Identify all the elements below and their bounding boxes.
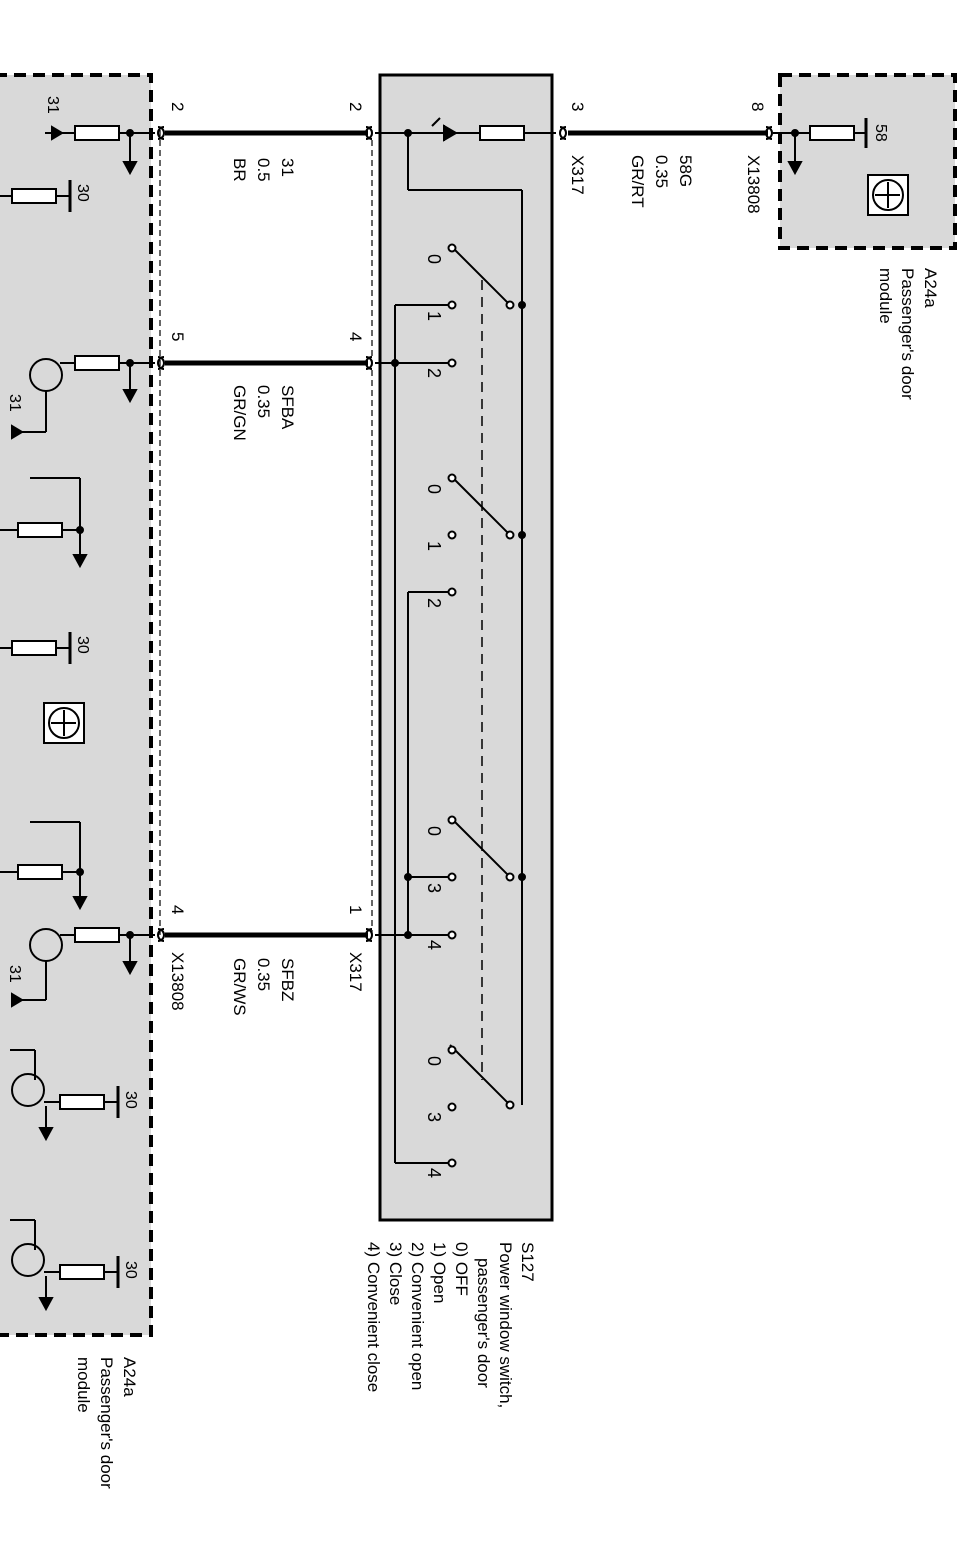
left-terminal-30-a: 30 bbox=[74, 184, 91, 202]
switch-g2-pos2: 2 bbox=[424, 598, 444, 608]
pin-switch-right: 3 bbox=[568, 102, 587, 111]
pin-module-right: 8 bbox=[748, 102, 767, 111]
switch-housing bbox=[378, 73, 554, 1222]
wire-bottom-gauge: 0.35 bbox=[254, 958, 273, 991]
switch-g4-pos3: 3 bbox=[424, 1112, 444, 1122]
right-module-code: A24a bbox=[921, 268, 940, 308]
wire-bottom-signal: SFBZ bbox=[278, 958, 297, 1001]
switch-name-1: Power window switch, bbox=[496, 1242, 515, 1408]
switch-g1-pos0: 0 bbox=[424, 254, 444, 264]
pin-left-middle: 5 bbox=[168, 332, 187, 341]
connector-switch-top: X317 bbox=[568, 155, 587, 195]
switch-internals bbox=[375, 117, 556, 1168]
left-module-name-1: Passenger's door bbox=[97, 1357, 116, 1489]
switch-g3-pos4: 4 bbox=[424, 940, 444, 950]
left-module-internals bbox=[0, 125, 155, 1312]
switch-g4-pos0: 0 bbox=[424, 1056, 444, 1066]
left-module-name-2: module bbox=[74, 1357, 93, 1413]
right-module-name-2: module bbox=[876, 268, 895, 324]
switch-g1-pos2: 2 bbox=[424, 368, 444, 378]
pin-left-bottom: 4 bbox=[168, 905, 187, 914]
wire-right-color: GR/RT bbox=[628, 155, 647, 208]
right-module-terminal-58: 58 bbox=[872, 124, 889, 142]
left-terminal-31-top: 31 bbox=[44, 96, 61, 114]
switch-name-2: passenger's door bbox=[474, 1258, 493, 1388]
switch-g1-pos1: 1 bbox=[424, 311, 444, 321]
left-terminal-31-c: 31 bbox=[6, 965, 23, 983]
wire-middle-gauge: 0.35 bbox=[254, 385, 273, 418]
left-terminal-31-b: 31 bbox=[6, 394, 23, 412]
pin-mid-bottom: 1 bbox=[346, 905, 365, 914]
pin-left-top: 2 bbox=[168, 102, 187, 111]
left-terminal-30-b: 30 bbox=[74, 636, 91, 654]
switch-g4-pos4: 4 bbox=[424, 1168, 444, 1178]
wire-right-signal: 58G bbox=[676, 155, 695, 187]
switch-g3-pos3: 3 bbox=[424, 883, 444, 893]
switch-legend-open: 1) Open bbox=[430, 1242, 449, 1303]
right-module-name-1: Passenger's door bbox=[898, 268, 917, 400]
switch-legend-off: 0) OFF bbox=[452, 1242, 471, 1296]
harness-wires bbox=[165, 130, 768, 938]
pin-mid-top: 2 bbox=[346, 102, 365, 111]
switch-g3-pos0: 0 bbox=[424, 826, 444, 836]
connector-switch-bottom: X317 bbox=[346, 952, 365, 992]
wire-top-gauge: 0.5 bbox=[254, 158, 273, 182]
connector-module-left: X13808 bbox=[168, 952, 187, 1011]
right-module-internals bbox=[773, 118, 909, 216]
switch-legend-conv-open: 2) Convenient open bbox=[408, 1242, 427, 1390]
left-terminal-30-d: 30 bbox=[122, 1261, 139, 1279]
left-terminal-30-c: 30 bbox=[122, 1091, 139, 1109]
wire-middle-signal: SFBA bbox=[278, 385, 297, 430]
wire-top-signal: 31 bbox=[278, 158, 297, 177]
switch-g2-pos0: 0 bbox=[424, 484, 444, 494]
pin-mid-middle: 4 bbox=[346, 332, 365, 341]
connector-boundaries bbox=[159, 130, 373, 935]
right-door-module-box bbox=[778, 73, 957, 250]
rotated-labels: 31 0.5 BR SFBA 0.35 GR/GN SFBZ 0.35 GR/W… bbox=[6, 96, 940, 1489]
wire-right-gauge: 0.35 bbox=[652, 155, 671, 188]
wire-top-color: BR bbox=[230, 158, 249, 182]
switch-legend-conv-close: 4) Convenient close bbox=[364, 1242, 383, 1392]
switch-legend-close: 3) Close bbox=[386, 1242, 405, 1305]
switch-g2-pos1: 1 bbox=[424, 541, 444, 551]
connector-module-right: X13808 bbox=[744, 155, 763, 214]
wire-bottom-color: GR/WS bbox=[230, 958, 249, 1016]
switch-code: S127 bbox=[518, 1242, 537, 1282]
wire-middle-color: GR/GN bbox=[230, 385, 249, 441]
connector-crescents bbox=[157, 126, 773, 942]
left-module-code: A24a bbox=[120, 1357, 139, 1397]
